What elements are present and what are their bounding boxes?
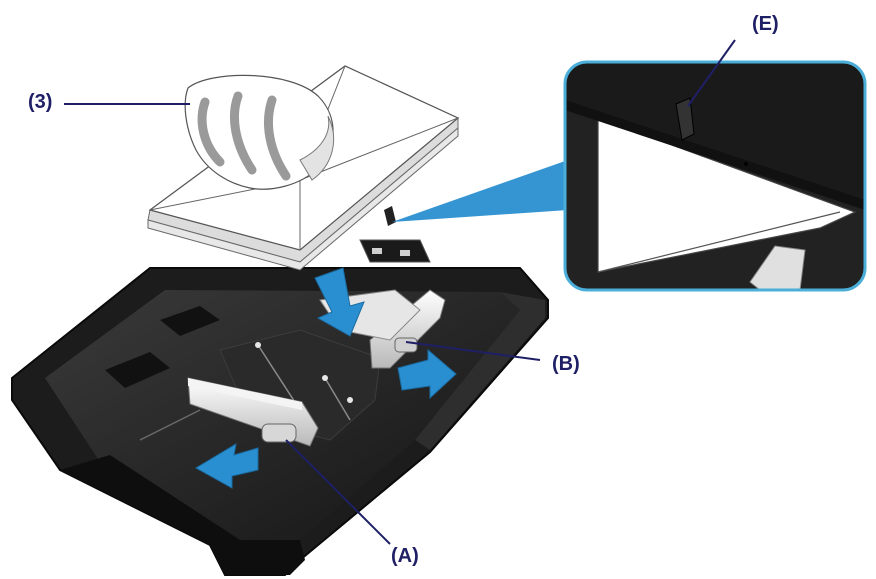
guide-a-grip[interactable]	[261, 423, 297, 443]
label-guide-a: (A)	[391, 545, 419, 567]
arrow-guide-a-out	[195, 443, 259, 489]
leader-line-b	[405, 341, 541, 361]
arrow-insert-down	[314, 267, 365, 337]
tray-scale-line	[257, 344, 301, 411]
detail-envelope-fold	[597, 211, 841, 273]
tray-marker	[347, 397, 353, 403]
paper-stripe	[263, 95, 291, 181]
label-guide-b: (B)	[552, 353, 580, 375]
tray-pad-left-2	[105, 352, 170, 388]
tray-pad-left-1	[160, 306, 220, 336]
leader-line-a	[285, 439, 391, 545]
magnifier-frame	[563, 60, 867, 292]
tray-scale-line	[324, 377, 351, 421]
leader-line-e	[687, 39, 736, 107]
magnifier-beam	[392, 160, 568, 222]
cassette-rim-right	[415, 292, 545, 450]
tray-scale-line	[139, 409, 201, 441]
tray-marker	[322, 375, 328, 381]
paper-guide-a[interactable]	[187, 377, 319, 447]
detail-envelope	[597, 117, 857, 273]
tray-back-block	[359, 239, 431, 263]
tab-e	[675, 97, 695, 141]
guide-b-grip[interactable]	[394, 337, 418, 353]
tray-tab	[384, 206, 396, 226]
tray-back-tab	[400, 250, 410, 256]
label-tab-e: (E)	[752, 13, 779, 35]
paper-stripe	[230, 91, 257, 175]
envelope-fold	[299, 117, 459, 181]
tray-marker	[255, 342, 261, 348]
label-paper-stack: (3)	[28, 91, 53, 113]
arrow-guide-b-out	[397, 348, 457, 400]
magnifier-detail	[563, 60, 867, 292]
curled-paper-sheet	[184, 74, 335, 190]
tray-back-tab	[372, 248, 382, 254]
cassette-front-lip	[60, 455, 305, 575]
paper-stripe	[197, 97, 225, 167]
